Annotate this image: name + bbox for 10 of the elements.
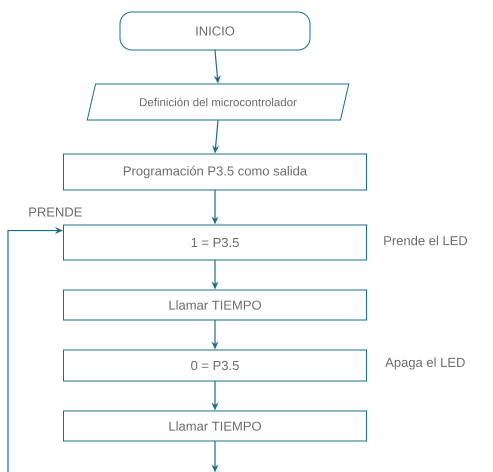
start-terminal: INICIO	[120, 12, 310, 50]
side-note: Prende el LED	[384, 236, 468, 246]
process-box: Programación P3.5 como salida	[63, 154, 367, 190]
process-box: Llamar TIEMPO	[63, 410, 367, 442]
process-box: 0 = P3.5	[63, 350, 367, 382]
loop-label: PRENDE	[29, 208, 82, 216]
input-parallelogram: Definición del microcontrolador	[86, 84, 350, 120]
process-box: 1 = P3.5	[63, 224, 367, 260]
side-note: Apaga el LED	[385, 357, 465, 370]
process-box: Llamar TIEMPO	[63, 290, 367, 320]
